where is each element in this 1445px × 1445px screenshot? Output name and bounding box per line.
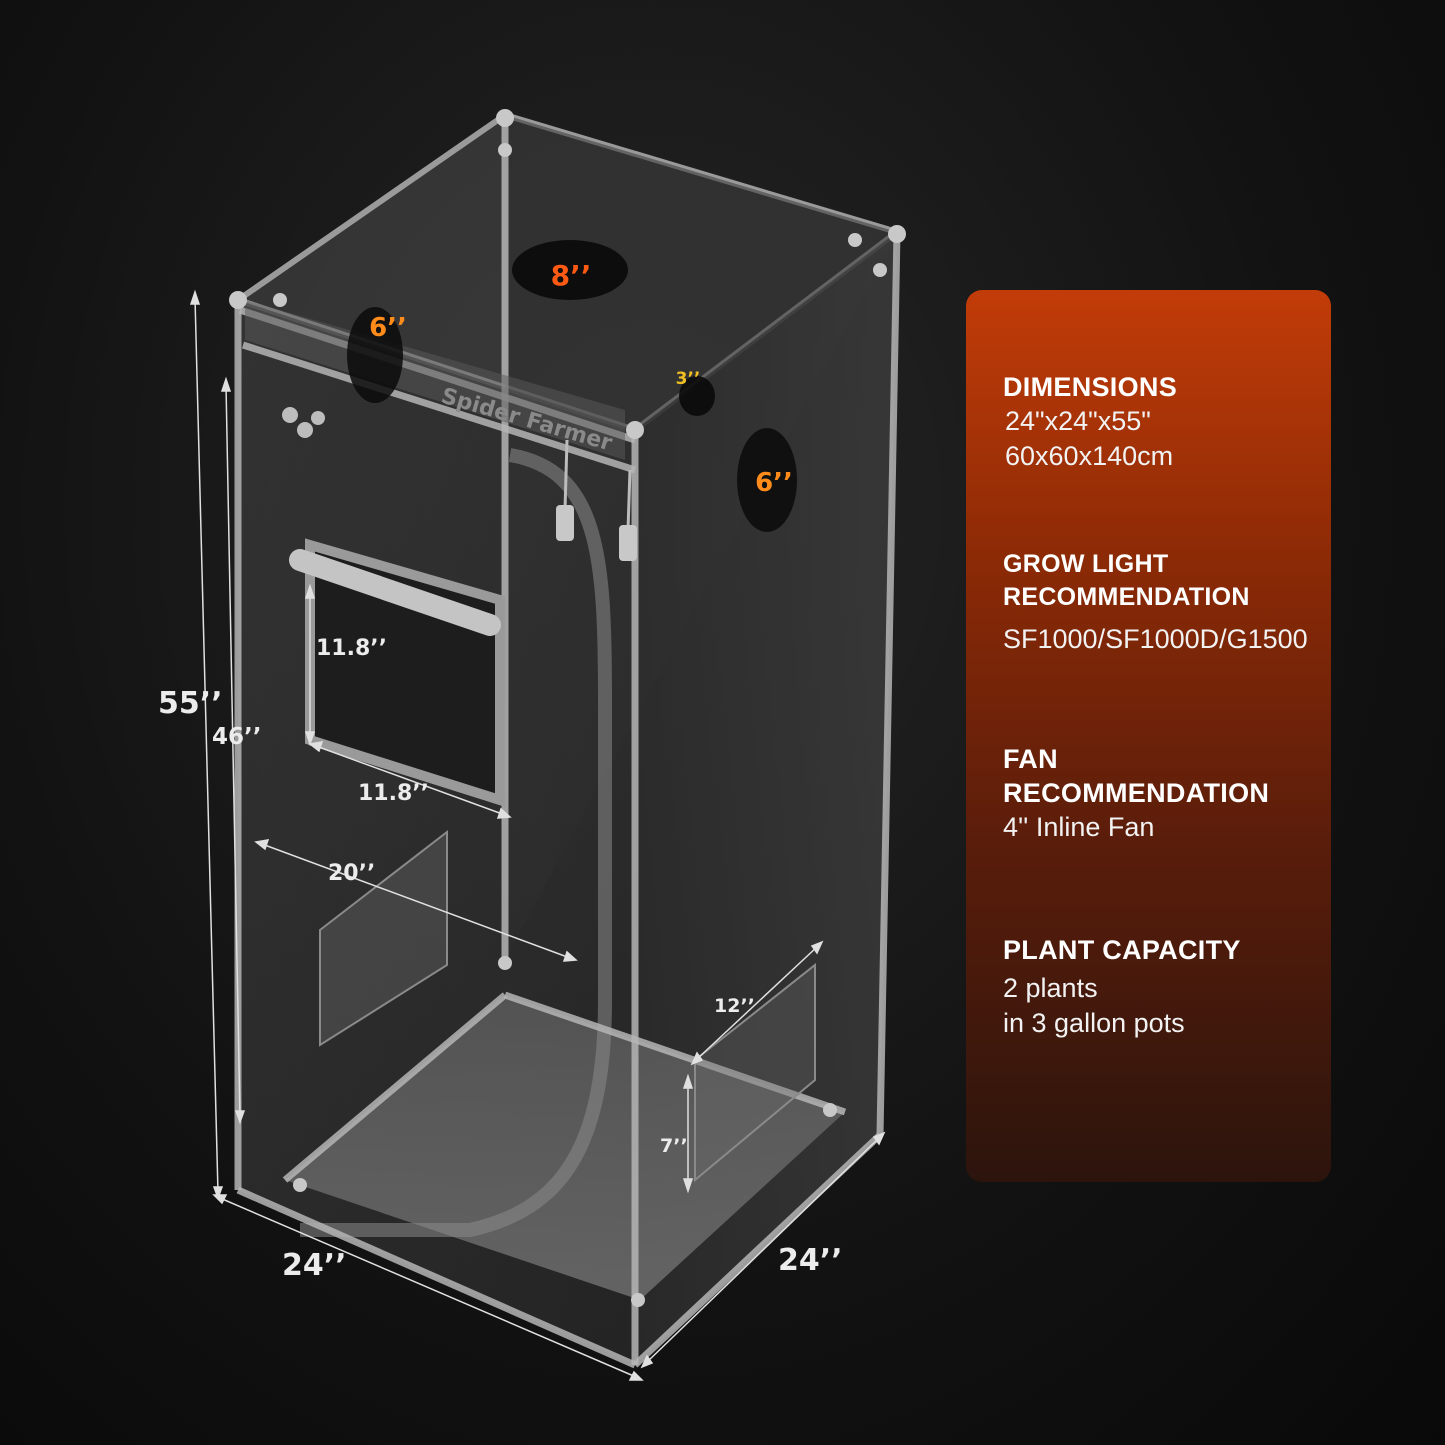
- hole-label-top-center: 8’’: [551, 259, 592, 292]
- grow-tent-illustration: Spider Farmer 8’’ 6’’ 3’’ 6’’: [158, 109, 906, 1381]
- spec-plant-capacity-heading: PLANT CAPACITY: [1003, 935, 1241, 965]
- spec-grow-light-models: SF1000/SF1000D/G1500: [1003, 624, 1308, 654]
- spec-fan-heading-1: FAN: [1003, 744, 1058, 774]
- specifications-panel: DIMENSIONS 24"x24"x55" 60x60x140cm GROW …: [966, 290, 1331, 1182]
- spec-plant-count: 2 plants: [1003, 973, 1098, 1003]
- label-width-front: 24’’: [282, 1248, 347, 1283]
- dimension-labels: 55’’ 46’’ 11.8’’ 11.8’’ 20’’ 12’’ 7’’ 24…: [158, 636, 843, 1283]
- hole-label-side-large: 6’’: [755, 468, 793, 498]
- label-window-width: 11.8’’: [358, 781, 429, 806]
- hole-label-top-left: 6’’: [369, 313, 407, 343]
- spec-plant-capacity: PLANT CAPACITY 2 plants in 3 gallon pots: [1003, 933, 1323, 1041]
- label-height-outer: 55’’: [158, 686, 223, 721]
- spec-fan-model: 4'' Inline Fan: [1003, 812, 1155, 842]
- label-height-door: 46’’: [212, 724, 261, 750]
- spec-dimensions-metric: 60x60x140cm: [1005, 441, 1174, 471]
- spec-fan-heading-2: RECOMMENDATION: [1003, 778, 1270, 808]
- label-window-height: 11.8’’: [316, 636, 387, 661]
- spec-grow-light-heading-1: GROW LIGHT: [1003, 550, 1169, 578]
- spec-grow-light-heading-2: RECOMMENDATION: [1003, 583, 1250, 611]
- hole-label-side-small: 3’’: [676, 369, 701, 389]
- spec-pot-size: in 3 gallon pots: [1003, 1008, 1185, 1038]
- label-side-window-height: 7’’: [660, 1135, 688, 1157]
- label-door-width: 20’’: [328, 861, 375, 886]
- spec-dimensions-imperial: 24"x24"x55": [1005, 406, 1151, 436]
- spec-dimensions: DIMENSIONS 24"x24"x55" 60x60x140cm: [1003, 370, 1323, 474]
- vent-holes: 8’’ 6’’ 3’’ 6’’: [347, 240, 797, 532]
- label-width-side: 24’’: [778, 1243, 843, 1278]
- label-side-window-width: 12’’: [714, 995, 755, 1017]
- spec-grow-light: GROW LIGHT RECOMMENDATION SF1000/SF1000D…: [1003, 548, 1323, 657]
- spec-fan: FAN RECOMMENDATION 4'' Inline Fan: [1003, 742, 1323, 845]
- spec-dimensions-heading: DIMENSIONS: [1003, 372, 1178, 402]
- dimension-lines: [189, 289, 886, 1381]
